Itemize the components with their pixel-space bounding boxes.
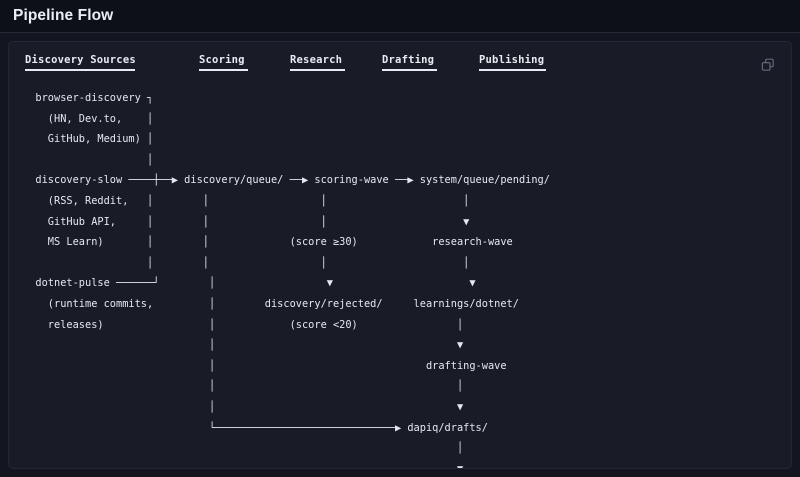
diagram-row: ▼ bbox=[23, 462, 464, 469]
stage-header-scoring: Scoring bbox=[199, 54, 248, 71]
diagram-row: GitHub, Medium) │ bbox=[23, 133, 154, 146]
diagram-row: (HN, Dev.to, │ bbox=[23, 112, 154, 125]
diagram-row: │ │ │ │ bbox=[23, 256, 470, 269]
copy-icon[interactable] bbox=[757, 54, 779, 76]
diagram-row: │ ▼ bbox=[23, 339, 464, 352]
diagram-row: │ bbox=[23, 442, 464, 455]
diagram-row: browser-discovery ┐ bbox=[23, 92, 154, 104]
diagram-row: dotnet-pulse ──────┘ │ ▼ ▼ bbox=[23, 277, 476, 290]
stage-header-research: Research bbox=[290, 54, 345, 71]
title-bar: Pipeline Flow bbox=[0, 0, 800, 33]
pipeline-ascii-diagram: browser-discovery ┐ (HN, Dev.to, │ GitHu… bbox=[23, 88, 550, 469]
stage-header-row: Discovery Sources Scoring Research Draft… bbox=[9, 42, 791, 78]
diagram-row: MS Learn) │ │ (score ≥30) research-wave bbox=[23, 236, 513, 249]
diagram-row: └─────────────────────────────▶ dapiq/dr… bbox=[23, 421, 488, 434]
diagram-row: │ drafting-wave bbox=[23, 359, 507, 372]
stage-header-discovery-sources: Discovery Sources bbox=[25, 54, 136, 71]
diagram-row: discovery-slow ────┼──▶ discovery/queue/… bbox=[23, 174, 550, 187]
diagram-row: releases) │ (score <20) │ bbox=[23, 318, 464, 331]
stage-header-publishing: Publishing bbox=[479, 54, 546, 71]
diagram-row: │ bbox=[23, 153, 154, 166]
diagram-row: │ │ bbox=[23, 380, 464, 393]
page-title: Pipeline Flow bbox=[13, 7, 114, 24]
stage-header-drafting: Drafting bbox=[382, 54, 437, 71]
diagram-row: (RSS, Reddit, │ │ │ │ bbox=[23, 194, 470, 207]
diagram-row: │ ▼ bbox=[23, 400, 464, 413]
pipeline-flow-panel: Discovery Sources Scoring Research Draft… bbox=[8, 41, 792, 469]
copy-icon-glyph bbox=[761, 58, 774, 71]
diagram-row: GitHub API, │ │ │ ▼ bbox=[23, 215, 470, 228]
diagram-row: (runtime commits, │ discovery/rejected/ … bbox=[23, 297, 519, 310]
